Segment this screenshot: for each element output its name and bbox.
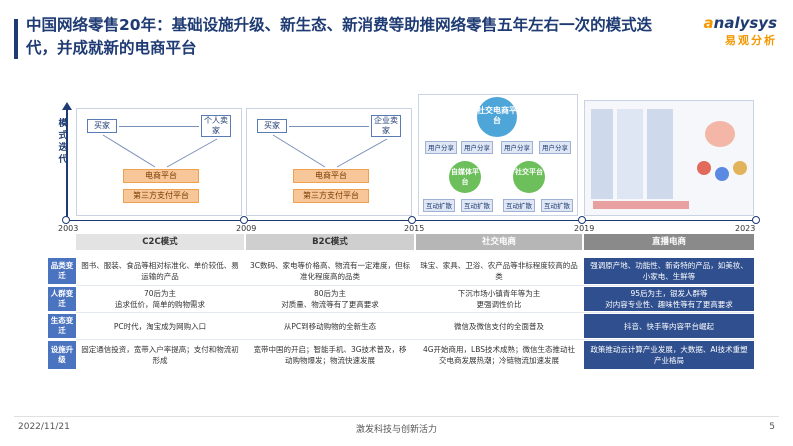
b2c-payment-node: 第三方支付平台 <box>293 189 369 203</box>
row-label-infrastructure: 设施升级 <box>48 341 76 369</box>
tick-2019 <box>578 216 586 224</box>
cell-infra-social: 4G开始商用，LBS技术成熟；微信生态推动社交电商发展热潮；冷链物流加速发展 <box>422 345 576 365</box>
user-share-node-1: 用户分享 <box>425 141 457 154</box>
logo-text-cn: 易观分析 <box>725 34 777 47</box>
footer-slogan: 激发科技与创新活力 <box>355 425 437 435</box>
user-share-node-4: 用户分享 <box>539 141 571 154</box>
era-c2c: C2C模式 <box>76 234 244 250</box>
cell-infra-b2c: 宽带中国的开启；智能手机、3G技术普及，移动购物爆发；物流快速发展 <box>253 345 407 365</box>
era-b2c: B2C模式 <box>246 234 414 250</box>
axis-label-model-iteration: 模式迭代 <box>58 119 68 165</box>
cell-audience-c2c: 70后为主 追求低价，简单的购物需求 <box>115 289 205 309</box>
cell-ecosystem-live: 抖音、快手等内容平台崛起 <box>584 314 754 338</box>
live-host-icon <box>705 121 735 147</box>
cell-infra-c2c: 固定通信投资，宽带入户率提高；支付和物流初形成 <box>81 345 239 365</box>
year-2015: 2015 <box>404 224 425 233</box>
row-divider-3 <box>76 339 754 340</box>
user-share-node-2: 用户分享 <box>461 141 493 154</box>
interaction-node-3: 互动扩散 <box>503 199 535 212</box>
c2c-buyer-seller-arrow <box>119 126 199 127</box>
row-divider-1 <box>76 285 754 286</box>
stage-live-diagram <box>584 100 754 216</box>
c2c-seller-node: 个人卖家 <box>201 115 231 137</box>
era-live: 直播电商 <box>584 234 754 250</box>
c2c-arrows-icon <box>102 134 218 168</box>
cell-category-live: 强调原产地、功能性、新奇特的产品，如美妆、小家电、生鲜等 <box>584 258 754 284</box>
live-column-1 <box>591 109 613 199</box>
page-title: 中国网络零售20年：基础设施升级、新生态、新消费等助推网络零售五年左右一次的模式… <box>26 16 653 57</box>
live-users-image <box>697 121 749 191</box>
stage-c2c-diagram: 买家 个人卖家 电商平台 第三方支付平台 <box>76 108 242 216</box>
live-flow-image <box>591 109 691 209</box>
year-2009: 2009 <box>236 224 257 233</box>
live-column-2 <box>617 109 643 199</box>
analysys-logo: analysys 易观分析 <box>704 14 777 48</box>
cell-infra-live: 政策推动云计算产业发展，大数据、AI技术重塑产业格局 <box>584 341 754 369</box>
cell-audience-b2c: 80后为主 对质量、物流等有了更高要求 <box>281 289 379 309</box>
year-2003: 2003 <box>58 224 79 233</box>
footer-date: 2022/11/21 <box>18 422 70 432</box>
user-icon-2 <box>715 167 729 181</box>
b2c-seller-node: 企业卖家 <box>371 115 401 137</box>
row-label-audience: 人群变迁 <box>48 287 76 311</box>
b2c-buyer-seller-arrow <box>289 126 369 127</box>
b2c-buyer-node: 买家 <box>257 119 287 133</box>
cell-audience-social: 下沉市场小镇青年等为主 更强调性价比 <box>457 289 541 309</box>
year-2019: 2019 <box>574 224 595 233</box>
social-platform-circle: 社交电商平台 <box>477 97 517 137</box>
row-label-category: 品类变迁 <box>48 258 76 284</box>
cell-audience-live: 95后为主，银发人群等 对内容专业性、趣味性等有了更高要求 <box>584 287 754 311</box>
cell-ecosystem-social: 微信及微信支付的全面普及 <box>454 321 544 331</box>
c2c-platform-node: 电商平台 <box>123 169 199 183</box>
tick-2015 <box>408 216 416 224</box>
cell-ecosystem-b2c: 从PC到移动购物的全新生态 <box>283 321 377 331</box>
page-number: 5 <box>769 422 775 432</box>
b2c-platform-node: 电商平台 <box>293 169 369 183</box>
tick-2003 <box>62 216 70 224</box>
live-column-3 <box>647 109 673 199</box>
year-2023: 2023 <box>735 224 756 233</box>
user-share-node-3: 用户分享 <box>501 141 533 154</box>
cell-ecosystem-c2c: PC时代，淘宝成为网购入口 <box>113 321 207 331</box>
social-circle: 社交平台 <box>513 161 545 193</box>
logo-a-mark: a <box>703 14 714 32</box>
vertical-axis <box>66 108 68 220</box>
interaction-node-1: 互动扩散 <box>423 199 455 212</box>
footer-divider <box>14 416 779 417</box>
logo-text-en: analysys <box>703 14 777 32</box>
interaction-node-2: 互动扩散 <box>461 199 493 212</box>
row-divider-2 <box>76 312 754 313</box>
vertical-axis-arrow-icon <box>62 102 72 110</box>
cell-category-c2c: 图书、服装、食品等相对标准化、单价较低、易运输的产品 <box>81 261 239 281</box>
interaction-node-4: 互动扩散 <box>541 199 573 212</box>
tick-2009 <box>240 216 248 224</box>
stage-b2c-diagram: 买家 企业卖家 电商平台 第三方支付平台 <box>246 108 412 216</box>
live-platform-strip <box>593 201 689 209</box>
cell-category-social: 珠宝、家具、卫浴、农产品等非标程度较高的品类 <box>420 261 578 281</box>
user-icon-1 <box>697 161 711 175</box>
tick-2023 <box>752 216 760 224</box>
stage-social-diagram: 社交电商平台 用户分享 用户分享 用户分享 用户分享 自媒体平台 社交平台 互动… <box>418 94 578 216</box>
self-media-circle: 自媒体平台 <box>449 161 481 193</box>
row-label-ecosystem: 生态变迁 <box>48 314 76 338</box>
b2c-arrows-icon <box>272 134 388 168</box>
c2c-payment-node: 第三方支付平台 <box>123 189 199 203</box>
cell-category-b2c: 3C数码、家电等价格高、物流有一定难度，但标准化程度高的品类 <box>250 261 411 281</box>
c2c-buyer-node: 买家 <box>87 119 117 133</box>
era-social: 社交电商 <box>416 234 582 250</box>
user-icon-3 <box>733 161 747 175</box>
title-accent-bar <box>14 19 18 59</box>
